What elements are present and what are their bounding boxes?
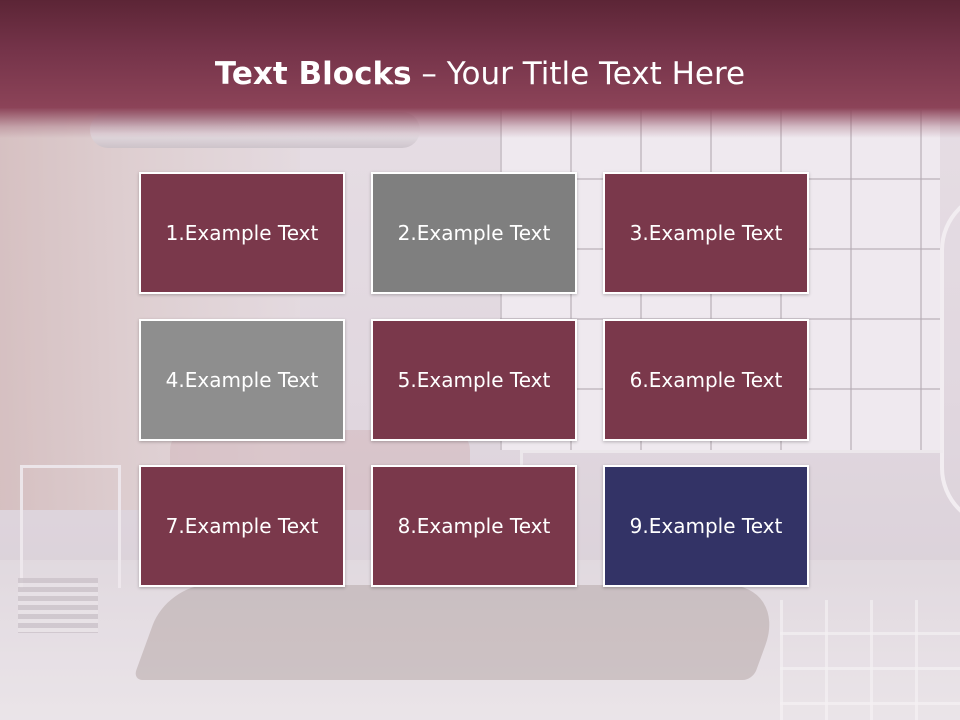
background-books <box>18 578 98 633</box>
background-rack <box>20 465 121 588</box>
slide-title-rest: – Your Title Text Here <box>411 56 746 92</box>
text-block-label: 6.Example Text <box>629 368 783 392</box>
text-block-label: 7.Example Text <box>165 514 319 538</box>
text-block-label: 9.Example Text <box>629 514 783 538</box>
text-block-label: 4.Example Text <box>165 368 319 392</box>
slide-title[interactable]: Text Blocks – Your Title Text Here <box>0 52 960 96</box>
text-block-1[interactable]: 1.Example Text <box>139 172 345 294</box>
slide-title-bold: Text Blocks <box>214 56 412 92</box>
text-block-label: 8.Example Text <box>397 514 551 538</box>
text-block-5[interactable]: 5.Example Text <box>371 319 577 441</box>
text-block-label: 3.Example Text <box>629 221 783 245</box>
text-block-label: 1.Example Text <box>165 221 319 245</box>
text-block-9[interactable]: 9.Example Text <box>603 465 809 587</box>
background-floor-light <box>780 600 960 720</box>
text-block-3[interactable]: 3.Example Text <box>603 172 809 294</box>
text-block-4[interactable]: 4.Example Text <box>139 319 345 441</box>
text-block-8[interactable]: 8.Example Text <box>371 465 577 587</box>
title-band: Text Blocks – Your Title Text Here <box>0 0 960 138</box>
text-block-label: 2.Example Text <box>397 221 551 245</box>
text-block-label: 5.Example Text <box>397 368 551 392</box>
text-block-2[interactable]: 2.Example Text <box>371 172 577 294</box>
text-block-6[interactable]: 6.Example Text <box>603 319 809 441</box>
text-block-7[interactable]: 7.Example Text <box>139 465 345 587</box>
